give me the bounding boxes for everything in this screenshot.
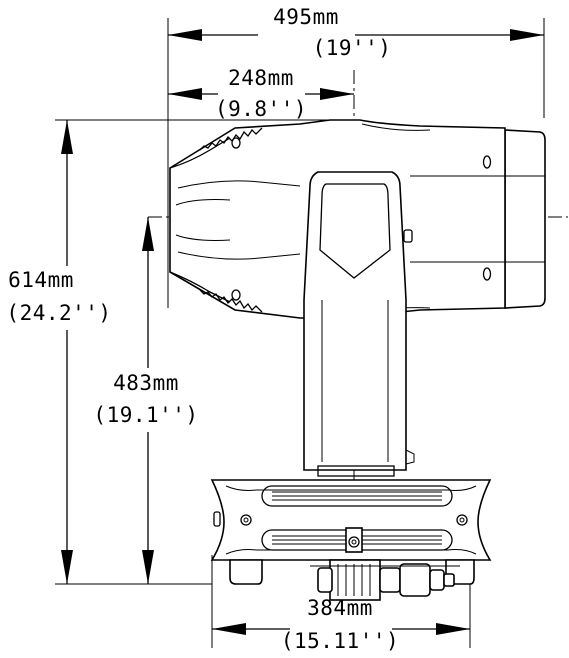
tilt-axis-height-imperial: (19.1'') bbox=[93, 403, 198, 427]
yoke-arm bbox=[303, 171, 415, 477]
pivot-offset-imperial: (9.8'') bbox=[215, 97, 307, 121]
base-center-screw bbox=[348, 536, 360, 548]
base-width-arrow-right bbox=[436, 623, 470, 635]
overall-height-imperial: (24.2'') bbox=[6, 301, 111, 325]
head-rear-cap bbox=[504, 129, 546, 309]
bottom-connectors bbox=[310, 559, 460, 601]
pivot-offset-metric: 248mm bbox=[228, 66, 294, 90]
overall-length-arrow-left bbox=[168, 29, 202, 41]
overall-height-metric: 614mm bbox=[8, 268, 74, 292]
overall-height-arrow-top bbox=[61, 120, 73, 154]
front-lens bbox=[169, 137, 231, 169]
head-screw-4 bbox=[482, 267, 492, 281]
head-screw-3 bbox=[482, 155, 492, 169]
overall-length-arrow-right bbox=[510, 29, 544, 41]
pivot-offset-arrow-right bbox=[320, 88, 354, 100]
overall-length-imperial: (19'') bbox=[313, 36, 392, 60]
dim-overall-length: 495mm (19'') bbox=[273, 5, 391, 60]
base-foot-left bbox=[229, 559, 263, 585]
overall-height-arrow-bottom bbox=[61, 550, 73, 584]
yoke-arm-outer bbox=[303, 171, 407, 471]
head-screw-2 bbox=[231, 289, 241, 301]
front-grille-bottom bbox=[199, 289, 263, 313]
pivot-offset-arrow-left bbox=[168, 88, 202, 100]
overall-length-metric: 495mm bbox=[273, 5, 339, 29]
tilt-axis-height-arrow-top bbox=[142, 217, 154, 251]
dimension-lines bbox=[61, 29, 544, 635]
base-width-arrow-left bbox=[212, 623, 246, 635]
base-width-metric: 384mm bbox=[307, 596, 373, 620]
front-grille-top bbox=[199, 127, 263, 151]
tilt-axis-height-arrow-bottom bbox=[142, 550, 154, 584]
base-width-imperial: (15.11'') bbox=[281, 629, 399, 653]
base-screw-right bbox=[456, 514, 468, 526]
base-upper-vent bbox=[261, 485, 453, 507]
tilt-axis-height-metric: 483mm bbox=[113, 371, 179, 395]
base-screw-left bbox=[240, 514, 252, 526]
head-screw-1 bbox=[231, 137, 241, 149]
dim-tilt-axis-height: 483mm (19.1'') bbox=[93, 371, 198, 427]
dim-overall-height: 614mm (24.2'') bbox=[6, 268, 111, 325]
dim-pivot-offset: 248mm (9.8'') bbox=[215, 66, 307, 121]
dim-base-width: 384mm (15.11'') bbox=[281, 596, 399, 653]
fixture-base bbox=[210, 479, 492, 601]
yoke-arm-inner bbox=[319, 183, 391, 279]
